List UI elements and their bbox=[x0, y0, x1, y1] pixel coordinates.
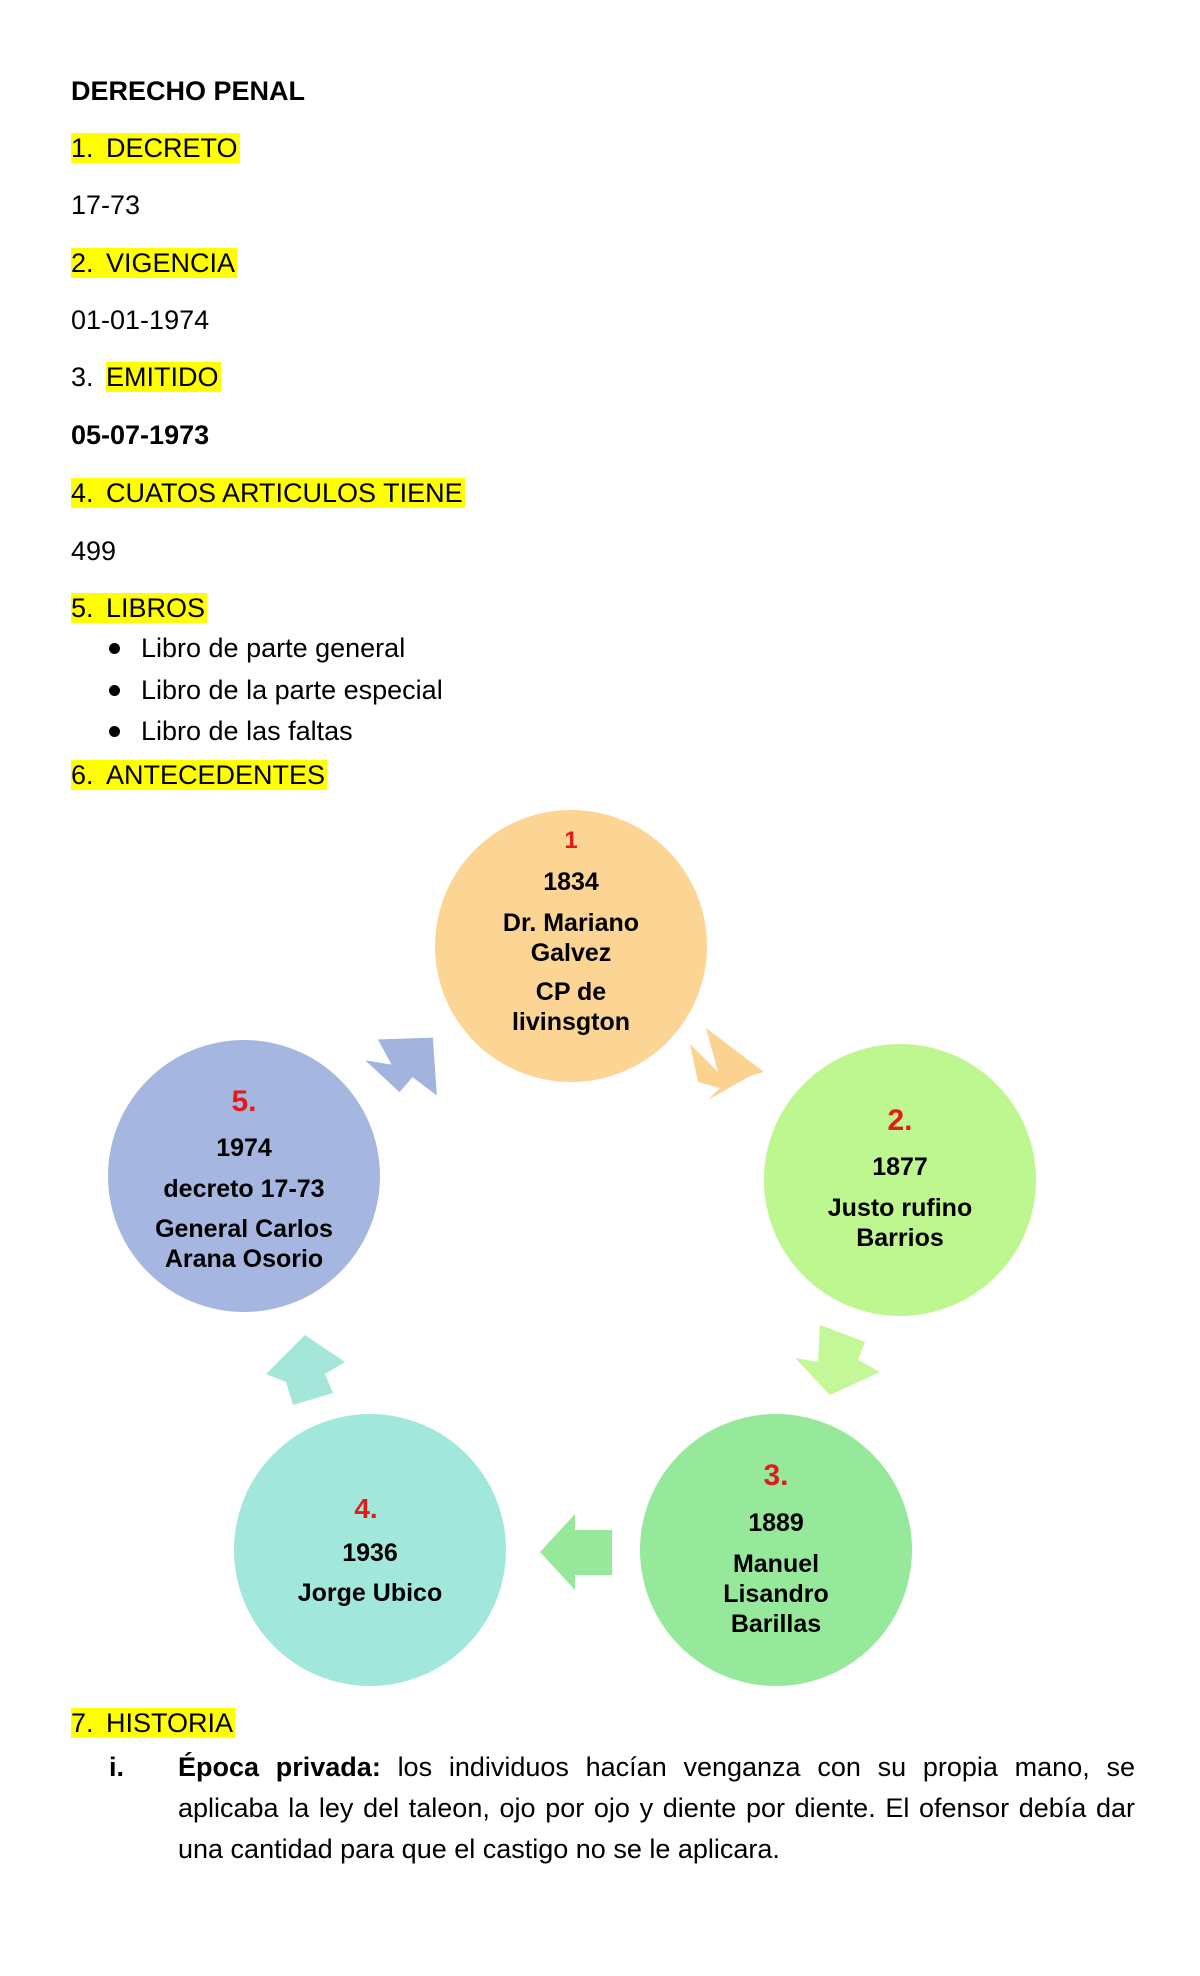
section-value-articulos: 499 bbox=[71, 536, 117, 566]
node-line: Barrios bbox=[856, 1224, 944, 1252]
node-line: Manuel bbox=[733, 1550, 819, 1578]
node-line: Arana Osorio bbox=[165, 1245, 323, 1273]
libros-list: Libro de parte general Libro de la parte… bbox=[71, 628, 443, 753]
bullet-icon bbox=[109, 643, 120, 654]
section-number: 1. bbox=[71, 133, 94, 163]
section-value-vigencia: 01-01-1974 bbox=[71, 305, 210, 335]
section-label: EMITIDO bbox=[106, 362, 221, 392]
arrow-icon bbox=[540, 1514, 612, 1590]
cycle-node-4 bbox=[234, 1414, 506, 1686]
arrow-icon bbox=[690, 1028, 764, 1100]
node-line: livinsgton bbox=[512, 1008, 630, 1036]
node-number: 1 bbox=[564, 827, 577, 854]
list-item: Libro de parte general bbox=[71, 628, 443, 670]
section-heading-libros: 5. LIBROS bbox=[71, 591, 208, 625]
node-line: decreto 17-73 bbox=[163, 1175, 324, 1203]
node-line: 1936 bbox=[342, 1539, 398, 1567]
section-number: 5. bbox=[71, 593, 94, 623]
document-title: DERECHO PENAL bbox=[71, 76, 306, 106]
section-number: 4. bbox=[71, 478, 94, 508]
node-line: CP de bbox=[536, 978, 606, 1006]
section-label: VIGENCIA bbox=[106, 248, 236, 278]
historia-paragraph: Época privada: los individuos hacían ven… bbox=[178, 1747, 1135, 1870]
arrow-icon bbox=[795, 1325, 880, 1395]
node-line: General Carlos bbox=[155, 1215, 333, 1243]
section-heading-antecedentes: 6. ANTECEDENTES bbox=[71, 758, 328, 792]
section-number: 2. bbox=[71, 248, 94, 278]
node-line: Lisandro bbox=[723, 1580, 829, 1608]
section-number: 3. bbox=[71, 362, 94, 392]
bullet-icon bbox=[109, 684, 120, 696]
section-label: ANTECEDENTES bbox=[106, 760, 326, 790]
node-line: 1877 bbox=[872, 1153, 928, 1181]
node-line: 1889 bbox=[748, 1509, 804, 1537]
cycle-node-5 bbox=[108, 1040, 380, 1312]
section-heading-decreto: 1. DECRETO bbox=[71, 131, 240, 165]
section-value-emitido: 05-07-1973 bbox=[71, 420, 210, 450]
node-number: 2. bbox=[887, 1104, 912, 1137]
node-number: 5. bbox=[231, 1085, 256, 1118]
node-number: 4. bbox=[354, 1493, 377, 1524]
list-item: Libro de las faltas bbox=[71, 711, 443, 753]
historia-text: los individuos hacían venganza con su pr… bbox=[178, 1752, 1135, 1864]
section-heading-vigencia: 2. VIGENCIA bbox=[71, 246, 238, 280]
cycle-node-2 bbox=[764, 1044, 1036, 1316]
section-label: CUATOS ARTICULOS TIENE bbox=[106, 478, 463, 508]
node-line: Barillas bbox=[731, 1610, 821, 1638]
node-line: 1834 bbox=[543, 868, 599, 896]
node-line: Justo rufino bbox=[828, 1194, 972, 1222]
section-heading-emitido: 3. EMITIDO bbox=[71, 360, 221, 394]
historia-item: i. Época privada: los individuos hacían … bbox=[71, 1747, 1135, 1870]
node-number: 3. bbox=[763, 1459, 788, 1492]
node-line: Jorge Ubico bbox=[298, 1579, 442, 1607]
node-line: 1974 bbox=[216, 1134, 272, 1162]
node-line: Dr. Mariano bbox=[503, 909, 639, 937]
cycle-node-1 bbox=[435, 810, 707, 1082]
bullet-icon bbox=[109, 726, 120, 737]
section-number: 6. bbox=[71, 760, 94, 790]
section-label: HISTORIA bbox=[106, 1708, 234, 1738]
section-value-decreto: 17-73 bbox=[71, 190, 141, 220]
section-heading-articulos: 4. CUATOS ARTICULOS TIENE bbox=[71, 476, 465, 510]
list-item: Libro de la parte especial bbox=[71, 670, 443, 712]
section-label: LIBROS bbox=[106, 593, 206, 623]
section-heading-historia: 7. HISTORIA bbox=[71, 1706, 236, 1740]
cycle-node-3 bbox=[640, 1414, 912, 1686]
list-marker: i. bbox=[109, 1752, 125, 1782]
section-number: 7. bbox=[71, 1708, 94, 1738]
section-label: DECRETO bbox=[106, 133, 238, 163]
historia-term: Época privada: bbox=[178, 1752, 381, 1782]
arrow-icon bbox=[266, 1335, 345, 1405]
arrow-icon bbox=[365, 1037, 437, 1096]
node-line: Galvez bbox=[531, 939, 612, 967]
